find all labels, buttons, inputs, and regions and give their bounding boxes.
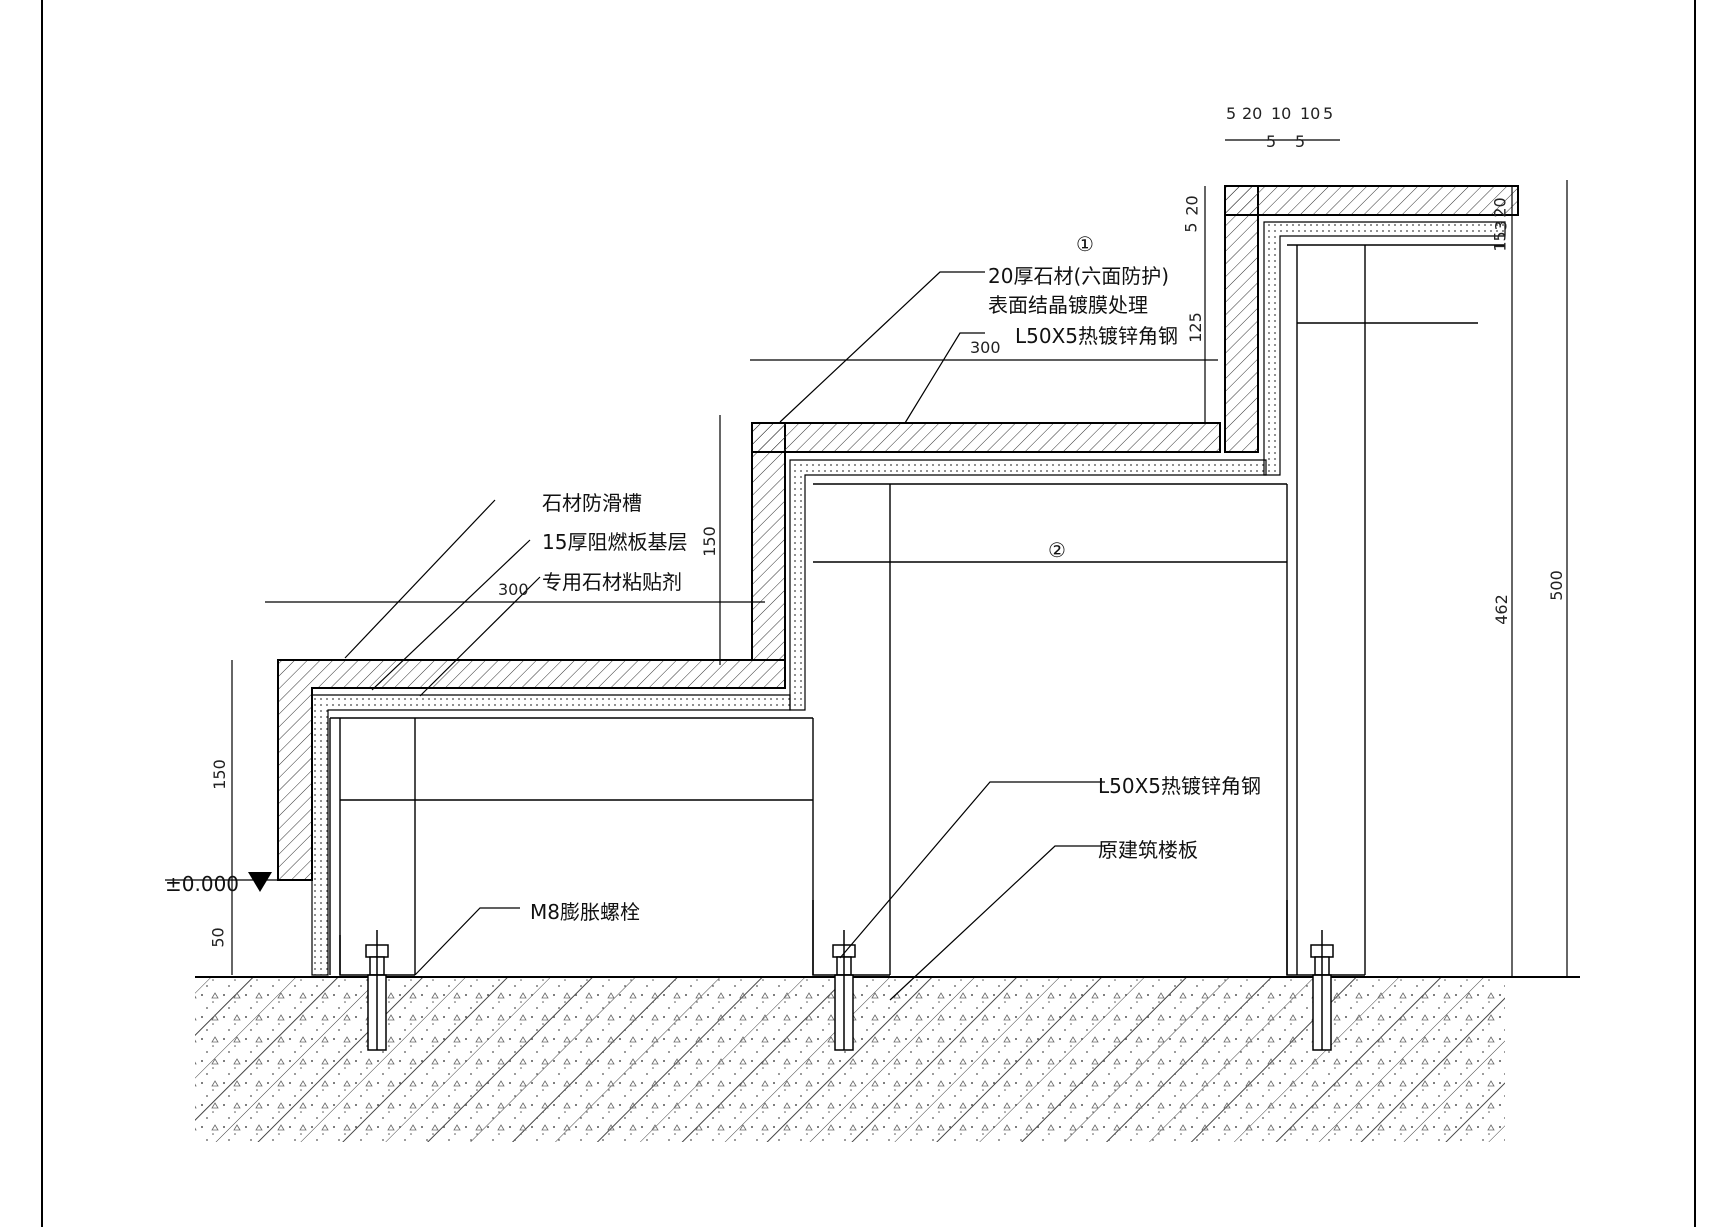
dim-tread-top: 300 xyxy=(970,338,1001,357)
label-floor-slab: 原建筑楼板 xyxy=(1098,838,1198,862)
bolt-3 xyxy=(1310,930,1334,1051)
dim-top-part-5: 5 xyxy=(1323,104,1334,123)
label-angle-steel-mid: L50X5热镀锌角钢 xyxy=(1098,774,1262,798)
dim-right-20: 20 xyxy=(1490,197,1510,218)
dim-riser-top: 125 xyxy=(1185,312,1205,343)
dim-height-500: 500 xyxy=(1546,570,1566,601)
label-adhesive: 专用石材粘贴剂 xyxy=(542,570,682,594)
dim-top-sub-2: 5 xyxy=(1295,132,1306,151)
dim-top-part-3: 10 xyxy=(1271,104,1292,123)
dim-height-462: 462 xyxy=(1491,594,1511,625)
dim-top-part-1: 5 xyxy=(1226,104,1237,123)
dimension-lines xyxy=(165,139,1568,977)
label-bolt: M8膨胀螺栓 xyxy=(530,900,640,924)
steel-frame xyxy=(329,244,1505,975)
dim-top-part-2: 20 xyxy=(1242,104,1263,123)
label-crystal-coating: 表面结晶镀膜处理 xyxy=(988,293,1148,317)
label-stone-20: 20厚石材(六面防护) xyxy=(988,264,1170,288)
leader-lines xyxy=(344,271,1105,1001)
elevation-triangle xyxy=(248,872,272,892)
expansion-bolts xyxy=(365,930,1334,1051)
label-antislip-groove: 石材防滑槽 xyxy=(542,491,642,515)
fireboard-layer xyxy=(311,221,1506,976)
dim-right-15: 15 xyxy=(1490,231,1510,252)
dim-top-sub-1: 5 xyxy=(1266,132,1277,151)
marker-2: ② xyxy=(1048,538,1066,562)
dim-nose-20: 20 xyxy=(1182,195,1202,216)
dim-riser-low: 150 xyxy=(209,759,229,790)
dim-riser-mid: 150 xyxy=(699,526,719,557)
bolt-2 xyxy=(832,930,856,1051)
dim-right-3: 3 xyxy=(1491,220,1511,231)
label-elevation: ±0.000 xyxy=(165,872,240,896)
label-fireboard: 15厚阻燃板基层 xyxy=(542,530,688,554)
dim-base-gap: 50 xyxy=(208,927,228,948)
dim-top-part-4: 10 xyxy=(1300,104,1321,123)
marker-1: ① xyxy=(1076,232,1094,256)
label-angle-steel-top: L50X5热镀锌角钢 xyxy=(1015,324,1179,348)
floor-slab xyxy=(195,976,1580,1142)
angle-steel-feet xyxy=(339,900,1365,976)
bolt-1 xyxy=(365,930,389,1051)
dim-tread-low: 300 xyxy=(498,580,529,599)
dim-nose-5: 5 xyxy=(1181,222,1201,233)
stone-cladding xyxy=(277,185,1519,881)
